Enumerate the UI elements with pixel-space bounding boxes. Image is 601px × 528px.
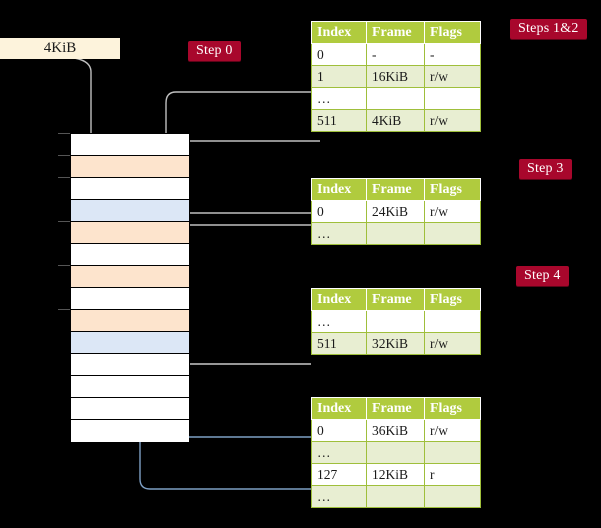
cell-frame [366, 485, 425, 508]
cell-flags [424, 87, 481, 110]
memory-frame-tick [58, 221, 70, 222]
memory-frame-tick [58, 133, 70, 134]
column-header-index: Index [311, 21, 367, 44]
cell-flags: r/w [424, 109, 481, 132]
page-table-row: … [311, 222, 481, 245]
column-header-index: Index [311, 178, 367, 201]
memory-frame-tick [58, 265, 70, 266]
memory-frame-row [71, 332, 189, 354]
column-header-frame: Frame [366, 288, 425, 311]
step-badge-step-0: Step 0 [188, 41, 241, 61]
memory-frame-tick [58, 177, 70, 178]
cell-index: 0 [311, 419, 367, 442]
cell-frame: 16KiB [366, 65, 425, 88]
cell-frame: - [366, 43, 425, 66]
page-table-row: … [311, 485, 481, 508]
memory-frame-row [71, 420, 189, 442]
memory-frame-row [71, 244, 189, 266]
page-table-row: … [311, 441, 481, 464]
cell-frame: 4KiB [366, 109, 425, 132]
cell-index: … [311, 222, 367, 245]
cell-flags: r/w [424, 200, 481, 223]
memory-frame-row [71, 178, 189, 200]
cell-frame [366, 222, 425, 245]
source-size-label: 4KiB [0, 38, 120, 59]
page-table-row: … [311, 87, 481, 110]
memory-frame-row [71, 266, 189, 288]
cell-flags: r/w [424, 419, 481, 442]
cell-flags: r/w [424, 65, 481, 88]
column-header-flags: Flags [424, 178, 481, 201]
column-header-flags: Flags [424, 21, 481, 44]
cell-frame [366, 87, 425, 110]
cell-flags: r/w [424, 332, 481, 355]
memory-frame-row [71, 398, 189, 420]
cell-frame: 36KiB [366, 419, 425, 442]
page-table-row: … [311, 310, 481, 333]
memory-frame-tick [58, 155, 70, 156]
cell-flags: - [424, 43, 481, 66]
memory-frame-row [71, 354, 189, 376]
cell-flags [424, 222, 481, 245]
memory-frame-row [71, 156, 189, 178]
cell-flags [424, 441, 481, 464]
memory-frame-tick [58, 309, 70, 310]
memory-frame-row [71, 222, 189, 244]
page-table-row: 0-- [311, 43, 481, 66]
cell-index: … [311, 87, 367, 110]
column-header-flags: Flags [424, 397, 481, 420]
cell-frame [366, 441, 425, 464]
cell-index: 511 [311, 332, 367, 355]
cell-flags [424, 310, 481, 333]
step-badge-step-3: Step 3 [519, 159, 572, 179]
cell-frame: 24KiB [366, 200, 425, 223]
column-header-frame: Frame [366, 397, 425, 420]
column-header-flags: Flags [424, 288, 481, 311]
memory-frame-row [71, 288, 189, 310]
column-header-index: Index [311, 397, 367, 420]
cell-index: … [311, 441, 367, 464]
column-header-frame: Frame [366, 21, 425, 44]
cell-index: 511 [311, 109, 367, 132]
memory-frame-row [71, 376, 189, 398]
cell-flags [424, 485, 481, 508]
column-header-index: Index [311, 288, 367, 311]
cell-index: … [311, 310, 367, 333]
cell-frame: 32KiB [366, 332, 425, 355]
memory-frame-row [71, 310, 189, 332]
cell-index: 1 [311, 65, 367, 88]
cell-index: … [311, 485, 367, 508]
column-header-frame: Frame [366, 178, 425, 201]
cell-index: 0 [311, 200, 367, 223]
cell-frame: 12KiB [366, 463, 425, 486]
step-badge-steps-1-2: Steps 1&2 [510, 19, 587, 39]
memory-frame-row [71, 200, 189, 222]
physical-memory-column [70, 133, 190, 442]
cell-index: 0 [311, 43, 367, 66]
cell-flags: r [424, 463, 481, 486]
cell-frame [366, 310, 425, 333]
step-badge-step-4: Step 4 [516, 266, 569, 286]
memory-frame-row [71, 134, 189, 156]
cell-index: 127 [311, 463, 367, 486]
